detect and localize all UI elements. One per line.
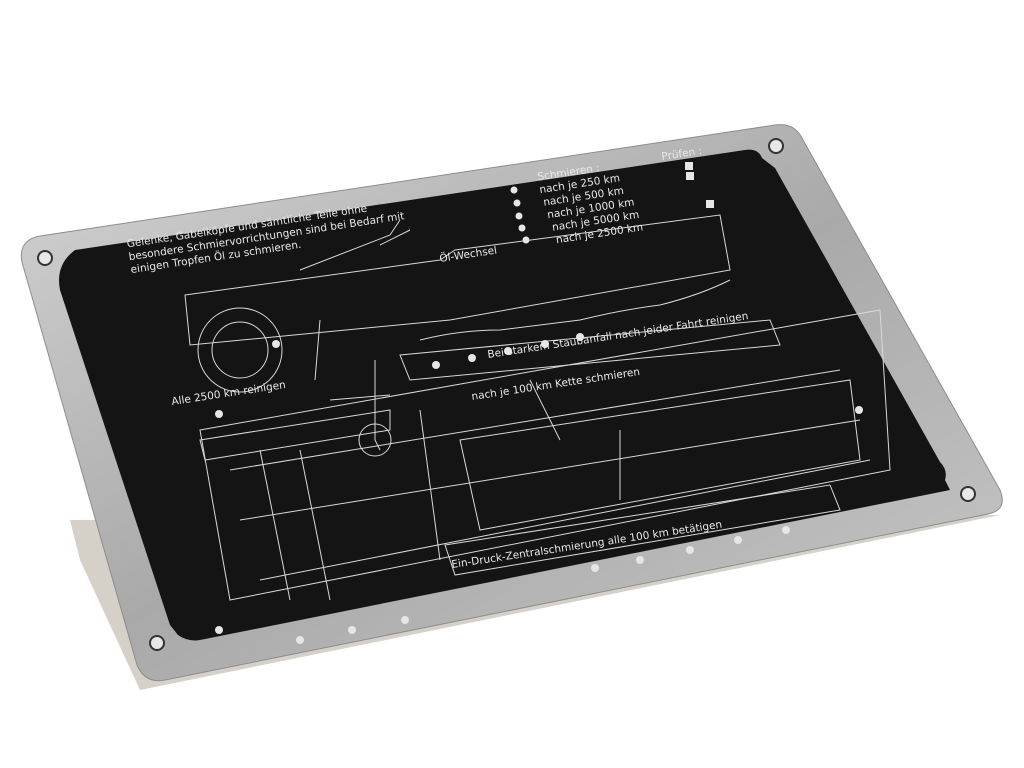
- point-icon: [432, 361, 440, 369]
- legend-250-icon: [510, 186, 518, 194]
- check-title: Prüfen :: [661, 145, 703, 163]
- point-icon: [468, 354, 476, 362]
- check-icon: [706, 200, 714, 208]
- hole-icon: [37, 250, 53, 266]
- legend-500-icon: [513, 199, 521, 207]
- point-icon: [296, 636, 304, 644]
- point-icon: [401, 616, 409, 624]
- hole-icon: [960, 486, 976, 502]
- point-icon: [782, 526, 790, 534]
- point-icon: [734, 536, 742, 544]
- legend-2500-icon: [522, 236, 530, 244]
- point-icon: [348, 626, 356, 634]
- point-icon: [636, 556, 644, 564]
- hole-icon: [768, 138, 784, 154]
- hole-icon: [149, 635, 165, 651]
- mounting-holes: [37, 138, 976, 651]
- point-icon: [504, 347, 512, 355]
- check-icon: [685, 162, 693, 170]
- legend-5000-icon: [518, 224, 526, 232]
- point-icon: [215, 626, 223, 634]
- legend-symbols: [510, 162, 714, 244]
- point-icon: [541, 340, 549, 348]
- legend-1000-icon: [515, 212, 523, 220]
- point-icon: [855, 406, 863, 414]
- point-icon: [215, 410, 223, 418]
- point-icon: [686, 546, 694, 554]
- engraved-face: [59, 149, 950, 641]
- vehicle-diagram: [184, 214, 891, 601]
- point-icon: [591, 564, 599, 572]
- point-icon: [272, 340, 280, 348]
- point-icon: [576, 333, 584, 341]
- lubrication-points: [215, 333, 863, 644]
- check-icon: [686, 172, 694, 180]
